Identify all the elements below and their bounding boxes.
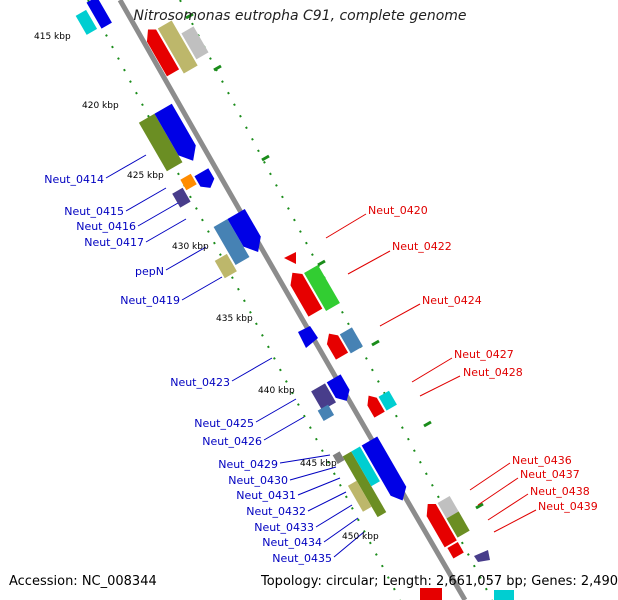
scale-tick-label: 440 kbp bbox=[258, 386, 295, 396]
gene-label[interactable]: Neut_0428 bbox=[463, 366, 523, 379]
gene-feature[interactable] bbox=[342, 451, 387, 518]
gene-label[interactable]: Neut_0423 bbox=[170, 376, 230, 389]
gene-label[interactable]: Neut_0432 bbox=[246, 505, 306, 518]
tick-marks bbox=[185, 12, 484, 510]
genome-title: Nitrosomonas eutropha C91, complete geno… bbox=[133, 8, 467, 24]
gene-label[interactable]: Neut_0416 bbox=[76, 220, 136, 233]
gene-feature[interactable] bbox=[75, 9, 98, 35]
gene-label[interactable]: Neut_0419 bbox=[120, 294, 180, 307]
forward-strand-genes bbox=[75, 0, 490, 562]
gene-feature[interactable] bbox=[339, 327, 363, 354]
gene-feature[interactable] bbox=[447, 542, 464, 559]
gene-feature[interactable] bbox=[298, 326, 318, 348]
gene-label[interactable]: Neut_0420 bbox=[368, 204, 428, 217]
gene-feature[interactable] bbox=[86, 0, 112, 29]
gene-feature[interactable] bbox=[494, 590, 514, 600]
gene-feature[interactable] bbox=[157, 20, 198, 74]
gene-feature[interactable] bbox=[284, 252, 296, 264]
gene-feature[interactable] bbox=[154, 103, 201, 166]
gene-feature[interactable] bbox=[332, 451, 345, 465]
gene-feature[interactable] bbox=[446, 511, 470, 538]
gene-label[interactable]: Neut_0435 bbox=[272, 552, 332, 565]
gene-label[interactable]: Neut_0437 bbox=[520, 468, 580, 481]
gene-label[interactable]: Neut_0414 bbox=[44, 173, 104, 186]
gene-feature[interactable] bbox=[420, 588, 442, 600]
gene-label[interactable]: Neut_0436 bbox=[512, 454, 572, 467]
gene-feature[interactable] bbox=[214, 253, 237, 279]
gene-feature[interactable] bbox=[213, 218, 250, 266]
gene-feature[interactable] bbox=[326, 374, 354, 405]
gene-label[interactable]: Neut_0430 bbox=[228, 474, 288, 487]
gene-feature[interactable] bbox=[172, 187, 191, 208]
scale-tick-label: 430 kbp bbox=[172, 242, 209, 252]
genome-summary-text: Topology: circular; Length: 2,661,057 bp… bbox=[261, 574, 618, 589]
gene-label[interactable]: Neut_0438 bbox=[530, 485, 590, 498]
gene-label[interactable]: Neut_0417 bbox=[84, 236, 144, 249]
gene-label[interactable]: Neut_0431 bbox=[236, 489, 296, 502]
gene-feature[interactable] bbox=[351, 446, 380, 487]
genome-map: 415 kbp 420 kbp 425 kbp 430 kbp 435 kbp … bbox=[34, 0, 598, 600]
gene-feature[interactable] bbox=[363, 393, 385, 418]
gene-feature[interactable] bbox=[323, 330, 349, 360]
genome-backbone bbox=[117, 0, 468, 600]
left-gene-labels: Neut_0414 Neut_0415 Neut_0416 Neut_0417 … bbox=[44, 173, 332, 565]
gene-label[interactable]: Neut_0424 bbox=[422, 294, 482, 307]
gene-feature[interactable] bbox=[347, 480, 372, 512]
right-gene-labels: Neut_0420 Neut_0422 Neut_0424 Neut_0427 … bbox=[368, 204, 598, 513]
gene-feature[interactable] bbox=[474, 550, 490, 562]
scale-tick-label: 425 kbp bbox=[127, 171, 164, 181]
scale-tick-label: 435 kbp bbox=[216, 314, 253, 324]
scale-tick-label: 450 kbp bbox=[342, 532, 379, 542]
gene-feature[interactable] bbox=[181, 26, 209, 60]
scale-tick-label: 445 kbp bbox=[300, 459, 337, 469]
reverse-strand-genes bbox=[142, 20, 514, 600]
gene-feature[interactable] bbox=[180, 173, 197, 191]
gene-label[interactable]: Neut_0429 bbox=[218, 458, 278, 471]
gene-feature[interactable] bbox=[422, 500, 457, 548]
gene-feature[interactable] bbox=[378, 390, 397, 411]
scale-labels: 415 kbp 420 kbp 425 kbp 430 kbp 435 kbp … bbox=[34, 32, 379, 542]
gene-feature[interactable] bbox=[138, 113, 183, 172]
scale-tick-label: 420 kbp bbox=[82, 101, 119, 111]
gene-label[interactable]: Neut_0426 bbox=[202, 435, 262, 448]
gene-feature[interactable] bbox=[304, 264, 340, 312]
scale-tick-label: 415 kbp bbox=[34, 32, 71, 42]
gene-label[interactable]: Neut_0433 bbox=[254, 521, 314, 534]
gene-feature[interactable] bbox=[194, 168, 217, 192]
gene-label[interactable]: Neut_0425 bbox=[194, 417, 254, 430]
gene-feature[interactable] bbox=[311, 383, 336, 411]
gene-label[interactable]: Neut_0427 bbox=[454, 348, 514, 361]
gene-feature[interactable] bbox=[285, 269, 323, 317]
left-leader-lines bbox=[105, 154, 365, 558]
gene-label[interactable]: Neut_0434 bbox=[262, 536, 322, 549]
gene-label[interactable]: pepN bbox=[135, 265, 164, 278]
gene-label[interactable]: Neut_0422 bbox=[392, 240, 452, 253]
genome-map-canvas: 415 kbp 420 kbp 425 kbp 430 kbp 435 kbp … bbox=[9, 0, 618, 600]
gene-feature[interactable] bbox=[317, 404, 335, 422]
gene-feature[interactable] bbox=[361, 436, 412, 505]
right-leader-lines bbox=[325, 213, 537, 533]
gene-label[interactable]: Neut_0415 bbox=[64, 205, 124, 218]
gene-feature[interactable] bbox=[142, 26, 180, 77]
gene-label[interactable]: Neut_0439 bbox=[538, 500, 598, 513]
gene-feature[interactable] bbox=[227, 208, 266, 257]
accession-text: Accession: NC_008344 bbox=[9, 574, 157, 589]
